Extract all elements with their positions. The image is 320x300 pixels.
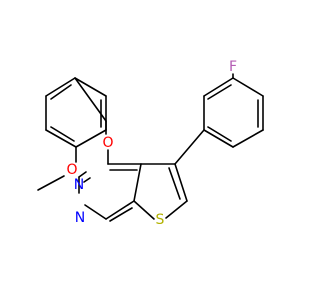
- ether-oxygen-label: O: [102, 135, 113, 151]
- pyrimidine-nitrogen-bottom-label: N: [75, 210, 85, 226]
- thiophene-sulfur-label: S: [156, 212, 165, 228]
- bond-lines: [37, 73, 264, 222]
- methoxy-oxygen-label: O: [66, 162, 77, 178]
- molecule-structure: F O O N N S: [37, 59, 264, 228]
- pyrimidine-nitrogen-top-label: N: [74, 177, 84, 193]
- fluorine-label: F: [229, 59, 237, 75]
